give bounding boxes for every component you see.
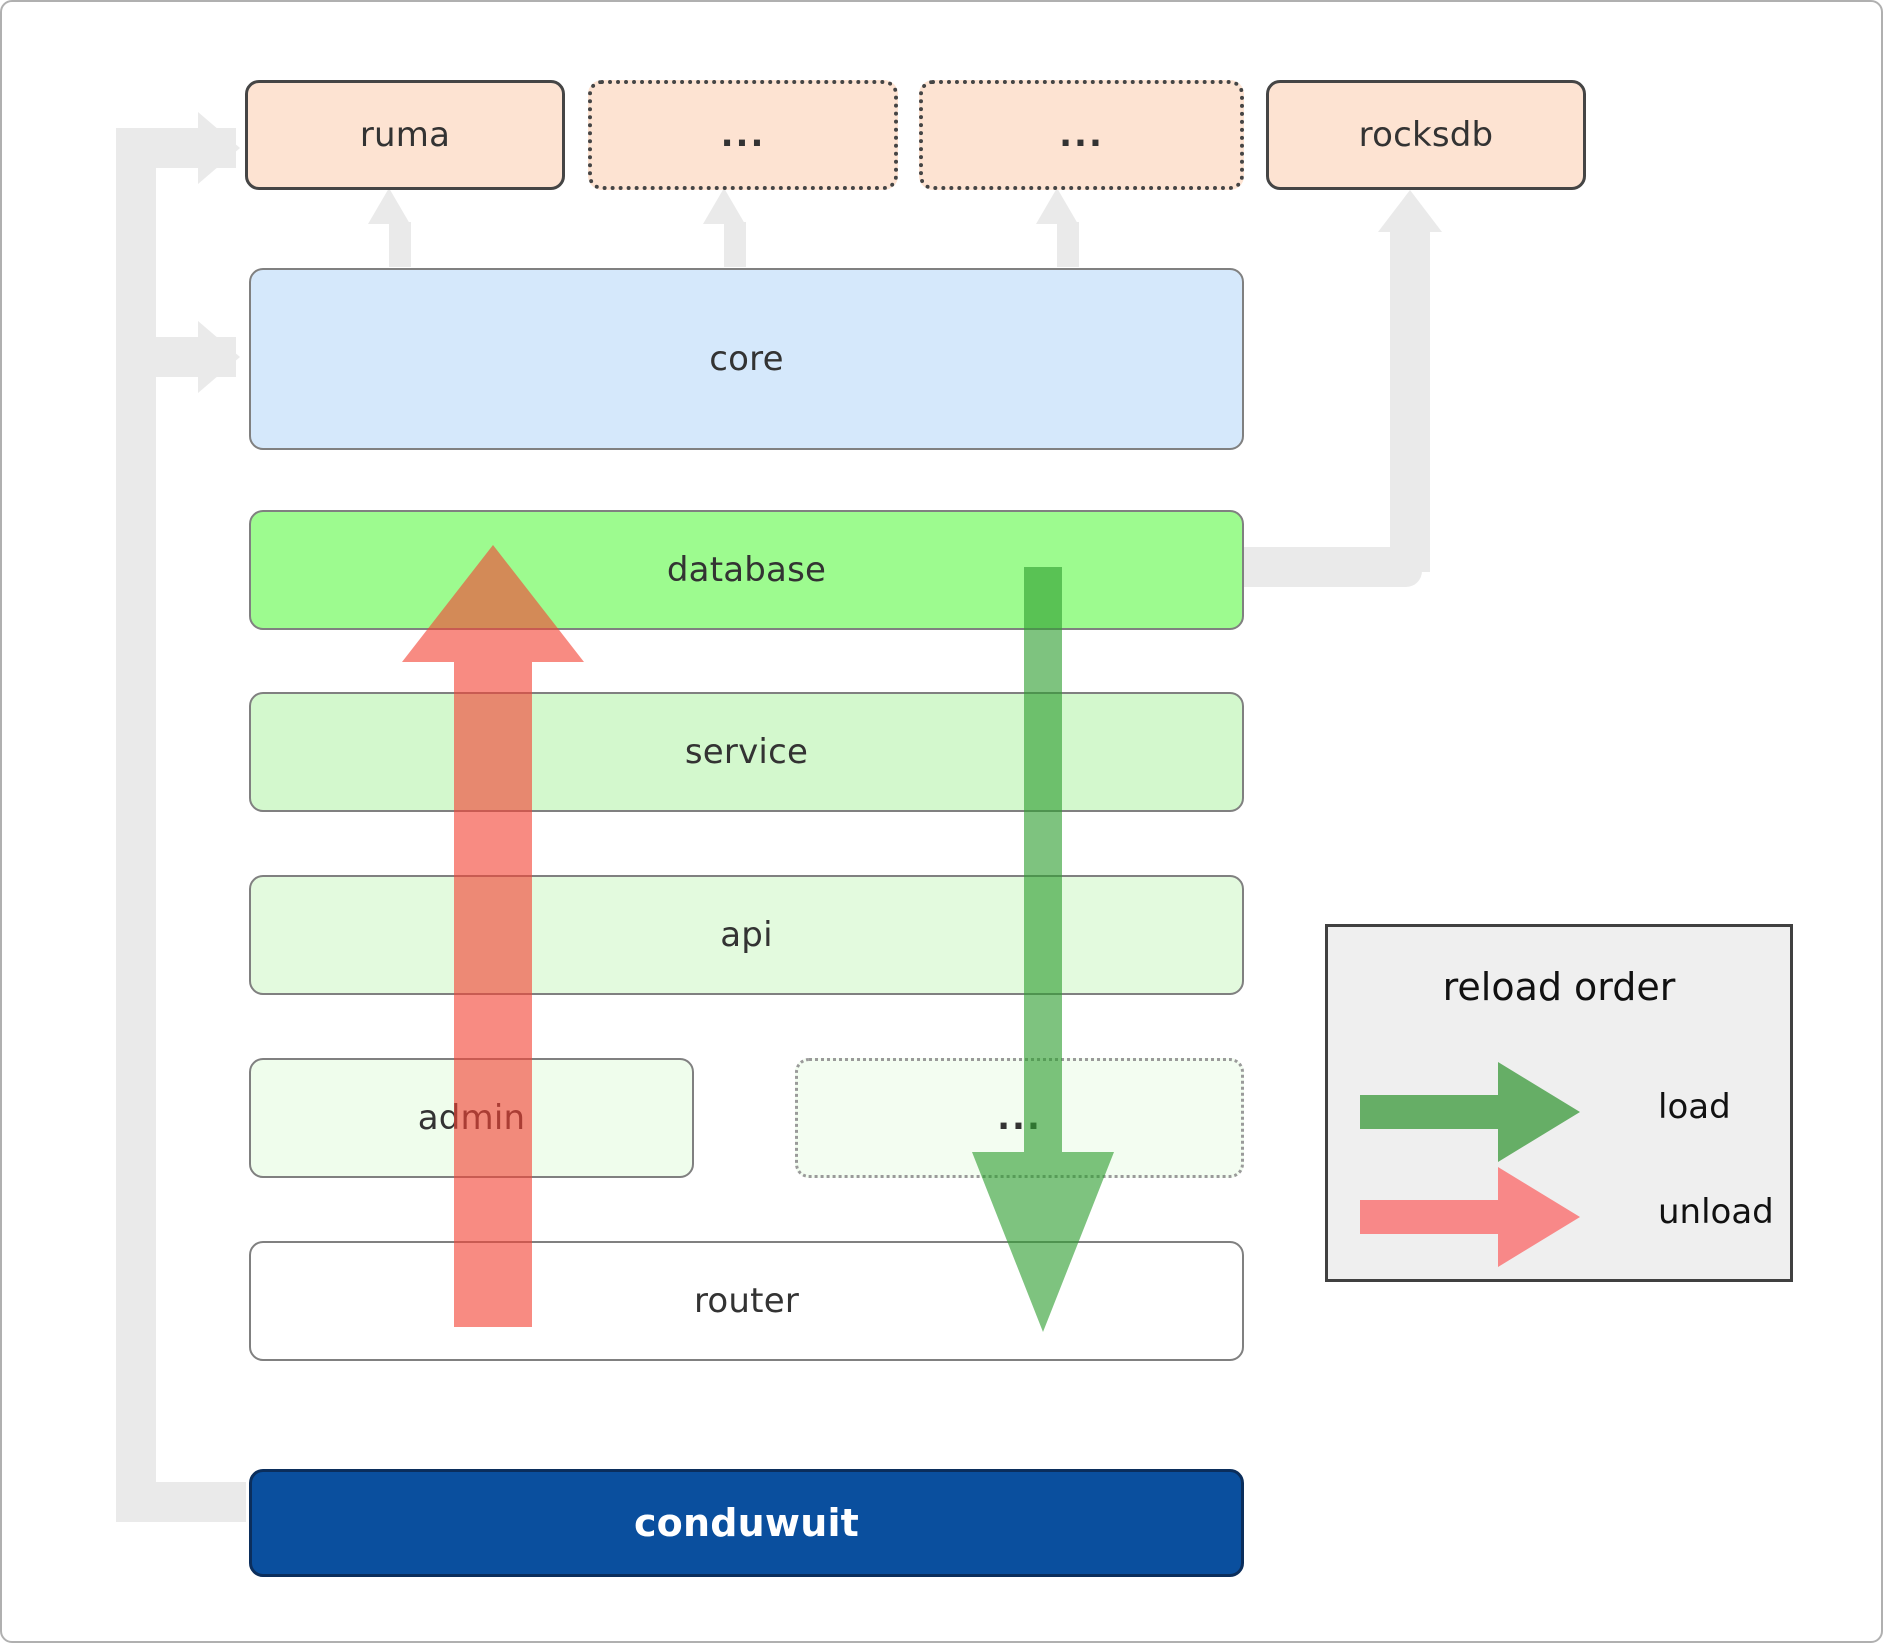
dependency-node-ellipsis-1[interactable]: ...: [588, 80, 898, 190]
layer-node-ellipsis[interactable]: ...: [795, 1058, 1244, 1178]
layer-node-database[interactable]: database: [249, 510, 1244, 630]
layer-node-router[interactable]: router: [249, 1241, 1244, 1361]
layer-label-service: service: [684, 732, 809, 772]
layer-label-ellipsis: ...: [997, 1098, 1042, 1138]
layer-label-admin: admin: [417, 1098, 526, 1138]
connector-core-to-dep2-arrowhead: [1036, 188, 1078, 224]
connector-core-to-dep1-arrowhead: [703, 188, 745, 224]
connector-database-to-rocksdb-arrowhead: [1378, 190, 1442, 232]
dependency-node-rocksdb[interactable]: rocksdb: [1266, 80, 1586, 190]
dependency-node-ellipsis-2[interactable]: ...: [919, 80, 1244, 190]
connector-to-core-arrowhead: [198, 321, 240, 393]
core-label: core: [709, 339, 784, 379]
dependency-label-ruma: ruma: [359, 115, 451, 155]
dependency-label-ellipsis-1: ...: [720, 115, 766, 155]
legend-unload-arrow-icon: [1360, 1167, 1580, 1267]
dependency-label-rocksdb: rocksdb: [1358, 115, 1494, 155]
layer-node-admin[interactable]: admin: [249, 1058, 694, 1178]
connector-core-to-ruma-stem: [389, 222, 411, 267]
connector-left-spine-bottom: [116, 1482, 246, 1522]
root-node-conduwuit[interactable]: conduwuit: [249, 1469, 1244, 1577]
connector-core-to-dep2-stem: [1057, 222, 1079, 267]
connector-to-ruma-arrowhead: [198, 112, 240, 184]
legend-load-label: load: [1658, 1087, 1731, 1127]
dependency-node-ruma[interactable]: ruma: [245, 80, 565, 190]
layer-node-service[interactable]: service: [249, 692, 1244, 812]
layer-label-router: router: [693, 1281, 799, 1321]
layer-label-api: api: [720, 915, 773, 955]
legend-unload-label: unload: [1658, 1192, 1774, 1232]
legend-load-arrow-icon: [1360, 1062, 1580, 1162]
connector-core-to-dep1-stem: [724, 222, 746, 267]
connector-database-to-rocksdb-vertical: [1390, 232, 1430, 572]
root-label-conduwuit: conduwuit: [633, 1501, 860, 1545]
legend-panel: reload order load unload: [1325, 924, 1793, 1282]
core-node[interactable]: core: [249, 268, 1244, 450]
connector-core-to-ruma-arrowhead: [368, 188, 410, 224]
layer-node-api[interactable]: api: [249, 875, 1244, 995]
layer-label-database: database: [666, 550, 827, 590]
legend-title: reload order: [1442, 965, 1676, 1009]
dependency-label-ellipsis-2: ...: [1059, 115, 1104, 155]
